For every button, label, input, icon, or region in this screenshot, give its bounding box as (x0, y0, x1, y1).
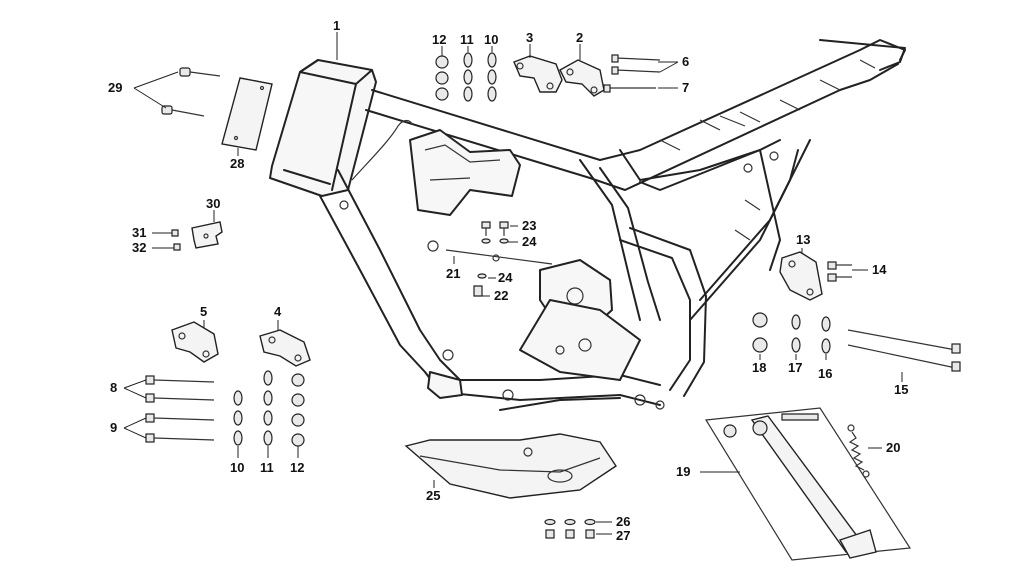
washer-icon (477, 238, 509, 279)
nut-icon (291, 373, 305, 447)
callout-31: 31 (132, 225, 146, 240)
callout-28: 28 (230, 156, 244, 171)
callout-20: 20 (886, 440, 900, 455)
callout-21: 21 (446, 266, 460, 281)
skid-plate-icon (404, 433, 617, 499)
callout-32: 32 (132, 240, 146, 255)
callout-8: 8 (110, 380, 117, 395)
spring-icon (847, 424, 870, 478)
nut-icon (435, 55, 449, 101)
callout-18: 18 (752, 360, 766, 375)
callout-13: 13 (796, 232, 810, 247)
callout-11-top: 11 (460, 32, 474, 47)
rivet-icon (161, 67, 221, 117)
washer-icon (544, 518, 596, 526)
spring-washer-icon (791, 314, 801, 353)
frame-label-icon (221, 77, 273, 151)
callout-30: 30 (206, 196, 220, 211)
mounting-plate-icon (171, 321, 311, 367)
bracket-icon (191, 221, 223, 249)
motorcycle-frame-icon (269, 39, 906, 411)
callout-10-top: 10 (484, 32, 498, 47)
callout-11-bottom: 11 (260, 460, 274, 475)
bolt-icon (603, 54, 661, 93)
callout-14: 14 (872, 262, 887, 277)
mounting-plate-icon (513, 55, 605, 97)
bolt-icon (145, 375, 215, 443)
callout-labels: 1 12 11 10 3 2 6 7 29 28 30 31 32 23 24 … (108, 18, 908, 543)
callout-23: 23 (522, 218, 536, 233)
callout-16: 16 (818, 366, 832, 381)
mounting-plate-icon (779, 251, 823, 301)
spring-washer-icon (463, 52, 473, 102)
callout-24-lower: 24 (498, 270, 513, 285)
callout-29: 29 (108, 80, 122, 95)
callout-24-upper: 24 (522, 234, 537, 249)
side-stand-assembly (704, 407, 912, 561)
callout-19: 19 (676, 464, 690, 479)
callout-6: 6 (682, 54, 689, 69)
washer-icon (233, 390, 243, 446)
bolt-icon (545, 529, 595, 539)
leader-lines (123, 32, 903, 535)
bolt-icon (473, 221, 509, 297)
callout-22: 22 (494, 288, 508, 303)
callout-12-top: 12 (432, 32, 446, 47)
callout-3: 3 (526, 30, 533, 45)
bolt-icon (827, 261, 961, 372)
callout-10-bottom: 10 (230, 460, 244, 475)
rod-icon (445, 249, 553, 265)
callout-15: 15 (894, 382, 908, 397)
callout-2: 2 (576, 30, 583, 45)
callout-26: 26 (616, 514, 630, 529)
bolt-icon (171, 229, 181, 251)
callout-5: 5 (200, 304, 207, 319)
spring-washer-icon (263, 370, 273, 446)
callout-12-bottom: 12 (290, 460, 304, 475)
callout-7: 7 (682, 80, 689, 95)
nut-icon (752, 312, 768, 353)
washer-icon (487, 52, 497, 102)
callout-25: 25 (426, 488, 440, 503)
callout-4: 4 (274, 304, 282, 319)
callout-27: 27 (616, 528, 630, 543)
callout-9: 9 (110, 420, 117, 435)
washer-icon (821, 316, 831, 354)
callout-1: 1 (333, 18, 340, 33)
callout-17: 17 (788, 360, 802, 375)
